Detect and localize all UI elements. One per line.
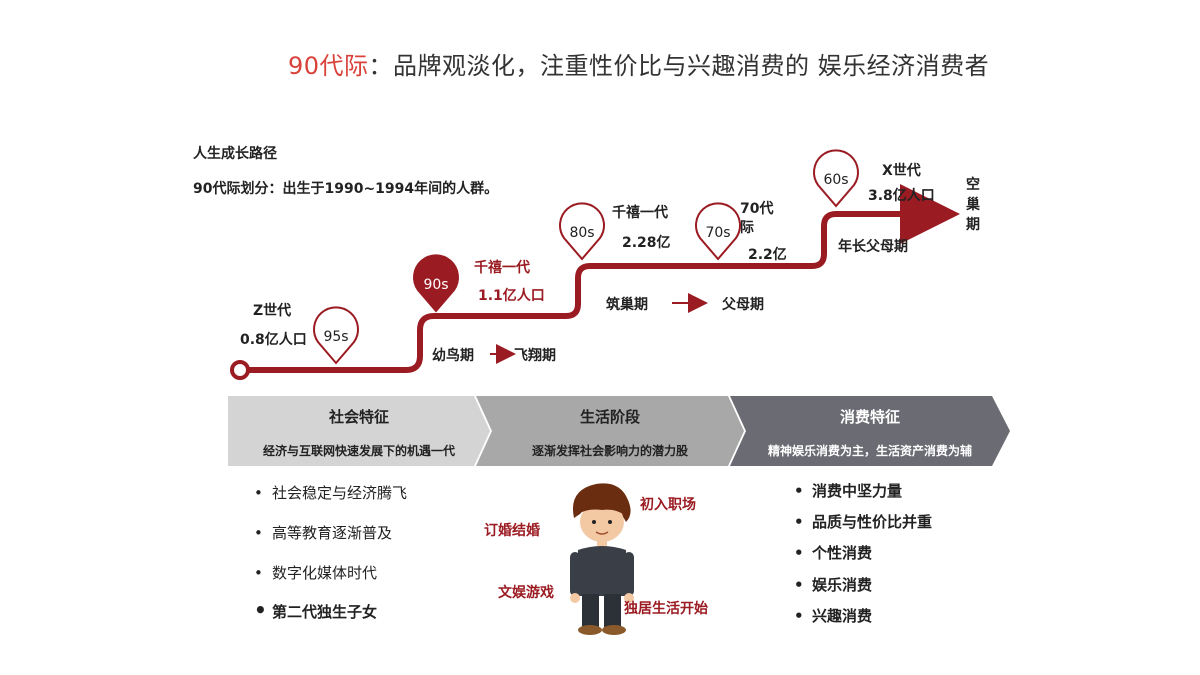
pin-95s: 95s bbox=[313, 306, 359, 365]
label-stage-nest: 筑巢期 bbox=[606, 297, 648, 313]
pin-90s: 90s bbox=[413, 254, 459, 313]
pin-60s: 60s bbox=[813, 149, 859, 208]
consume-bullet-3: •个性消费 bbox=[794, 544, 873, 562]
label-qx80: 千禧一代 bbox=[612, 205, 668, 221]
band-social: 社会特征 经济与互联网快速发展下的机遇一代 bbox=[228, 396, 490, 466]
life-label-first-job: 初入职场 bbox=[640, 497, 696, 513]
label-stage-fly: 飞翔期 bbox=[514, 348, 556, 364]
title-rest: ：品牌观淡化，注重性价比与兴趣消费的 娱乐经济消费者 bbox=[368, 52, 990, 80]
consume-bullet-5: •兴趣消费 bbox=[794, 607, 873, 625]
label-qx80-pop: 2.28亿 bbox=[622, 235, 671, 251]
label-70-pop: 2.2亿 bbox=[748, 247, 787, 263]
band-social-sub: 经济与互联网快速发展下的机遇一代 bbox=[262, 444, 455, 458]
consume-bullet-1: •消费中坚力量 bbox=[794, 482, 903, 500]
life-label-living-alone: 独居生活开始 bbox=[624, 601, 708, 617]
social-bullet-2: •高等教育逐渐普及 bbox=[254, 524, 393, 542]
pin-80s: 80s bbox=[559, 202, 605, 261]
label-qx90-pop: 1.1亿人口 bbox=[478, 288, 545, 304]
social-bullet-1: •社会稳定与经济腾飞 bbox=[254, 484, 408, 502]
band-consume-sub: 精神娱乐消费为主，生活资产消费为辅 bbox=[767, 444, 972, 458]
growth-path-diagram: 95s 90s 80s 70s 60s bbox=[230, 149, 960, 380]
consume-bullet-2: •品质与性价比并重 bbox=[794, 513, 933, 531]
band-consume-head: 消费特征 bbox=[839, 408, 900, 426]
pin-label-70s: 70s bbox=[705, 225, 730, 241]
label-70-a: 70代 bbox=[740, 201, 774, 217]
title-highlight: 90代际 bbox=[288, 52, 369, 80]
label-empty-nest-3: 期 bbox=[966, 217, 980, 233]
path-start-dot bbox=[230, 360, 250, 380]
pin-70s: 70s bbox=[695, 202, 741, 261]
pin-label-80s: 80s bbox=[569, 225, 594, 241]
label-x-gen: X世代 bbox=[882, 163, 921, 179]
label-z-gen: Z世代 bbox=[253, 303, 292, 319]
pin-label-90s: 90s bbox=[423, 277, 448, 293]
label-stage-old: 年长父母期 bbox=[838, 239, 908, 255]
label-x-pop: 3.8亿人口 bbox=[868, 188, 935, 204]
label-empty-nest-2: 巢 bbox=[966, 197, 980, 213]
band-social-head: 社会特征 bbox=[328, 408, 389, 426]
label-stage-young: 幼鸟期 bbox=[432, 348, 474, 364]
label-qx90: 千禧一代 bbox=[474, 260, 530, 276]
social-bullet-4: •第二代独生子女 bbox=[254, 598, 378, 622]
pin-label-95s: 95s bbox=[323, 329, 348, 345]
band-life: 生活阶段 逐渐发挥社会影响力的潜力股 bbox=[476, 396, 744, 466]
path-subtitle: 90代际划分：出生于1990~1994年间的人群。 bbox=[193, 181, 499, 197]
life-label-entertainment: 文娱游戏 bbox=[498, 585, 554, 601]
band-consume: 消费特征 精神娱乐消费为主，生活资产消费为辅 bbox=[730, 396, 1010, 466]
label-z-pop: 0.8亿人口 bbox=[240, 332, 307, 348]
label-70-b: 际 bbox=[740, 220, 754, 236]
label-stage-parent: 父母期 bbox=[722, 297, 764, 313]
band-life-head: 生活阶段 bbox=[579, 408, 640, 426]
path-heading: 人生成长路径 bbox=[193, 146, 277, 162]
consume-bullet-4: •娱乐消费 bbox=[794, 576, 873, 594]
growth-path-line bbox=[240, 184, 960, 373]
life-label-marriage: 订婚结婚 bbox=[484, 523, 540, 539]
pin-label-60s: 60s bbox=[823, 172, 848, 188]
page-title: 90代际：品牌观淡化，注重性价比与兴趣消费的 娱乐经济消费者 bbox=[288, 46, 989, 81]
label-empty-nest-1: 空 bbox=[966, 177, 980, 193]
band-life-sub: 逐渐发挥社会影响力的潜力股 bbox=[531, 444, 688, 458]
social-bullet-3: •数字化媒体时代 bbox=[254, 564, 378, 582]
young-man-illustration bbox=[570, 483, 634, 635]
